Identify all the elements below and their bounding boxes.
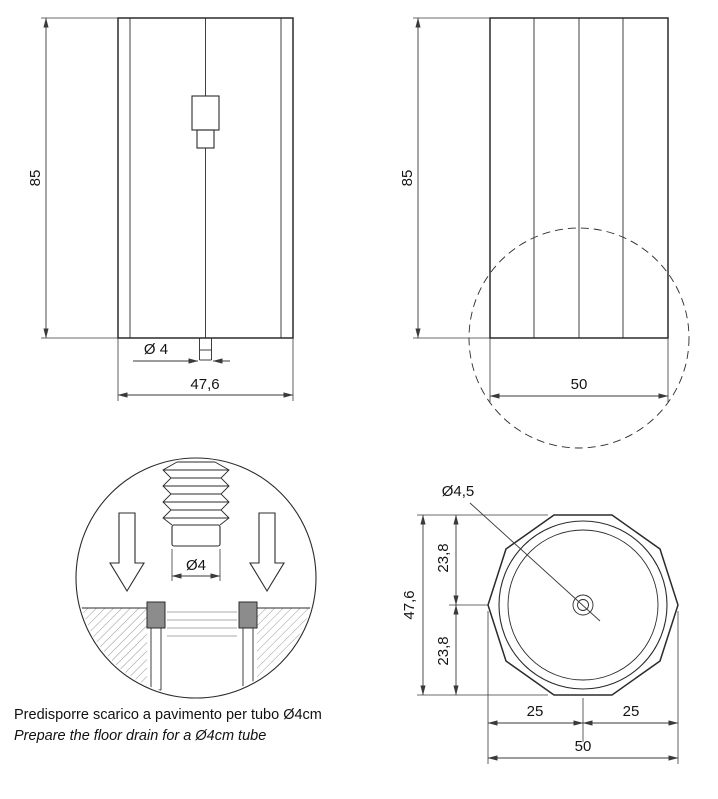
left-half-width-label: 25 [527, 703, 544, 720]
side-view: 85 50 [399, 17, 690, 449]
side-width-label: 50 [571, 376, 588, 393]
side-flute-lines [533, 18, 624, 338]
drain-flange-left [146, 601, 166, 629]
down-arrow-right-icon [249, 512, 285, 593]
front-width-label: 47,6 [190, 376, 219, 393]
caption-italian: Predisporre scarico a pavimento per tubo… [14, 707, 322, 723]
overall-height-dimension: 47,6 [401, 514, 548, 696]
pipe-diameter-dimension: Ø4 [171, 549, 221, 581]
inserted-pipe-ribs [167, 611, 237, 637]
top-drain-ring [572, 594, 594, 616]
side-width-dimension: 50 [489, 338, 669, 402]
top-rim-circle-inner [507, 529, 659, 681]
drain-socket [146, 601, 258, 691]
front-drain-fitting [191, 95, 220, 149]
front-height-dimension: 85 [27, 17, 118, 339]
front-height-label: 85 [27, 170, 44, 187]
floor-hatch-right [257, 608, 314, 696]
hole-diameter-leader: Ø4,5 [442, 483, 601, 622]
corrugated-pipe [162, 461, 230, 547]
pipe-collar [171, 524, 221, 547]
floor-hatch-left [78, 608, 147, 696]
detail-circle [75, 457, 317, 699]
side-height-dimension: 85 [399, 17, 490, 339]
half-height-bottom-label: 23,8 [435, 636, 452, 665]
caption-english: Prepare the floor drain for a Ø4cm tube [14, 728, 266, 744]
side-height-label: 85 [399, 170, 416, 187]
overall-height-label: 47,6 [401, 590, 418, 619]
half-height-top-label: 23,8 [435, 543, 452, 572]
right-half-width-label: 25 [623, 703, 640, 720]
bottom-width-dimensions: 25 25 50 [487, 611, 679, 764]
half-height-dimensions: 23,8 23,8 [435, 514, 488, 696]
front-width-dimension: 47,6 [117, 338, 294, 401]
hole-diameter-label: Ø4,5 [442, 483, 475, 500]
front-drain-dimension: Ø 4 [133, 341, 230, 364]
total-width-label: 50 [575, 738, 592, 755]
front-drain-label: Ø 4 [144, 341, 168, 358]
drain-flange-right [238, 601, 258, 629]
top-rim-circle-outer [498, 520, 668, 690]
down-arrow-left-icon [109, 512, 145, 593]
front-flute-lines [129, 18, 282, 338]
detail-view: Ø4 P [14, 457, 322, 744]
top-view: Ø4,5 47,6 23,8 23,8 25 25 50 [401, 483, 679, 764]
front-drain-pipe [199, 338, 212, 361]
front-view: 85 Ø 4 47,6 [27, 17, 294, 401]
top-drain-hole [577, 599, 589, 611]
pipe-diameter-label: Ø4 [186, 557, 206, 574]
